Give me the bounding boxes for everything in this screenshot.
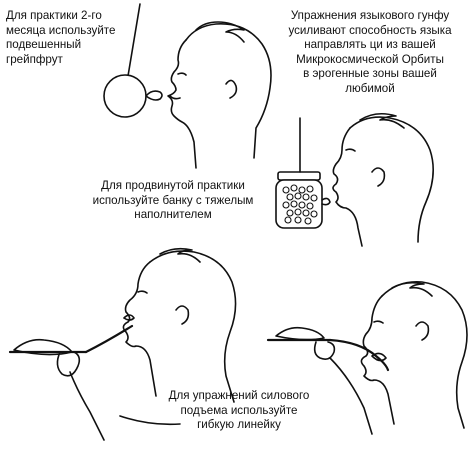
ear bbox=[226, 80, 236, 98]
eye bbox=[374, 321, 383, 323]
eye bbox=[138, 291, 147, 293]
caption-kung-fu: Упражнения языкового гунфу усиливают спо… bbox=[288, 9, 452, 95]
hand bbox=[315, 342, 335, 359]
ruler-figure-left bbox=[10, 249, 236, 440]
ear bbox=[176, 306, 188, 324]
face-profile bbox=[361, 296, 394, 424]
hair bbox=[360, 114, 404, 128]
grapefruit bbox=[104, 75, 146, 117]
hanging-string bbox=[128, 4, 140, 76]
hair bbox=[392, 283, 432, 296]
head-back bbox=[382, 282, 467, 428]
ear bbox=[416, 322, 428, 340]
caption-ruler: Для упражнений силового подъема использу… bbox=[168, 389, 310, 432]
weight-object bbox=[276, 328, 324, 340]
hair bbox=[160, 249, 200, 262]
head-back bbox=[350, 117, 433, 242]
jar-lid bbox=[278, 172, 320, 180]
face-profile bbox=[168, 40, 196, 168]
tongue bbox=[124, 315, 134, 320]
face-profile bbox=[333, 128, 362, 246]
caption-grapefruit: Для практики 2-го месяца используйте под… bbox=[6, 9, 116, 66]
hand bbox=[57, 352, 79, 376]
face-profile bbox=[123, 262, 156, 396]
head-back bbox=[186, 24, 271, 158]
eye bbox=[178, 73, 186, 75]
weight-object bbox=[14, 340, 72, 355]
caption-jar: Для продвинутой практики используйте бан… bbox=[92, 179, 254, 222]
grapefruit-figure bbox=[104, 4, 271, 168]
ear bbox=[372, 168, 384, 186]
ruler-figure-right bbox=[268, 282, 467, 434]
shoulder bbox=[120, 416, 180, 424]
jar-figure bbox=[276, 114, 433, 246]
eye bbox=[346, 149, 355, 151]
head-back bbox=[150, 251, 236, 402]
hair bbox=[196, 22, 244, 42]
tongue bbox=[372, 353, 386, 360]
tongue bbox=[146, 91, 162, 100]
tongue bbox=[322, 198, 330, 204]
arm bbox=[330, 358, 372, 434]
arm bbox=[70, 372, 104, 440]
